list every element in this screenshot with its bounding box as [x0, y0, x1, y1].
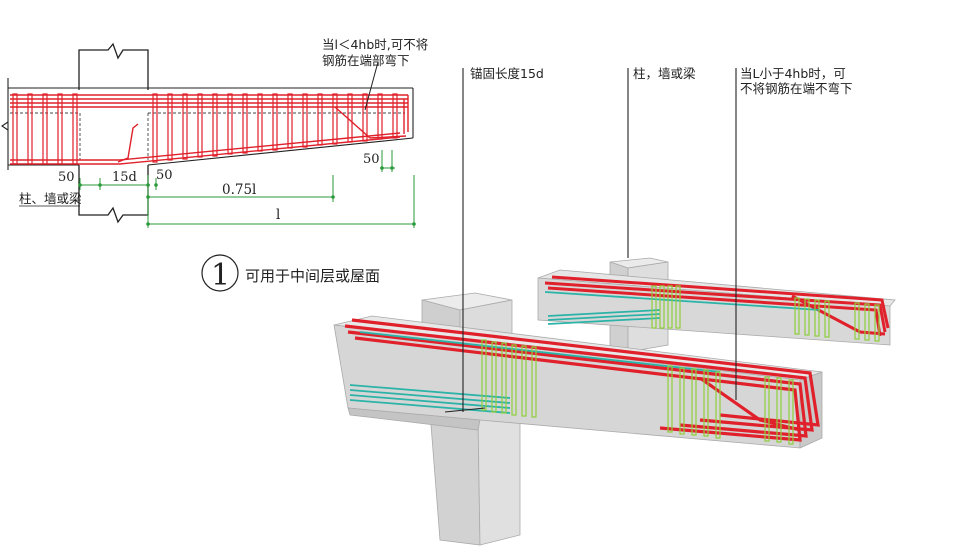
support-label: 柱、墙或梁	[19, 191, 82, 206]
dim-15d: 15d	[112, 170, 137, 185]
back-stirrups	[651, 285, 880, 342]
callout-note-line-1: 当L小于4hb时，可	[740, 66, 846, 81]
front-slab	[333, 315, 823, 449]
top-rebars	[10, 94, 409, 165]
section-drawing: 当l＜4hb时,可不将 钢筋在端部弯下 50 15d 50	[1, 37, 428, 228]
support-outline-top	[78, 42, 149, 90]
dim-l: l	[276, 207, 280, 223]
callout-note-line-2: 不将钢筋在端不弯下	[740, 81, 853, 96]
front-stirrups	[481, 339, 794, 445]
rebar-3d-model: 锚固长度15d 柱，墙或梁 当L小于4hb时，可 不将钢筋在端不弯下	[333, 66, 896, 546]
dim-50-left: 50	[58, 170, 75, 185]
hidden-lines	[10, 112, 405, 160]
callout-anchor-length: 锚固长度15d	[470, 66, 544, 81]
support-outline-bottom	[78, 165, 149, 224]
detail-number: 1	[211, 258, 230, 293]
dimension-ticks	[78, 166, 416, 226]
back-bottom-rebars	[544, 291, 821, 325]
dim-50-right: 50	[363, 152, 380, 167]
note-line-1: 当l＜4hb时,可不将	[322, 37, 428, 52]
note-leader	[364, 61, 379, 111]
dim-50-mid: 50	[156, 168, 173, 183]
dim-075l: 0.75l	[222, 182, 256, 198]
detail-caption: 可用于中间层或屋面	[245, 267, 380, 285]
callout-support: 柱，墙或梁	[633, 66, 696, 81]
note-line-2: 钢筋在端部弯下	[322, 53, 410, 68]
front-bottom-rebars	[349, 331, 721, 414]
stirrups-2d	[12, 93, 398, 165]
callout-leaders	[444, 68, 737, 413]
slab-outline	[1, 78, 414, 170]
detail-marker: 1 可用于中间层或屋面	[201, 254, 380, 293]
